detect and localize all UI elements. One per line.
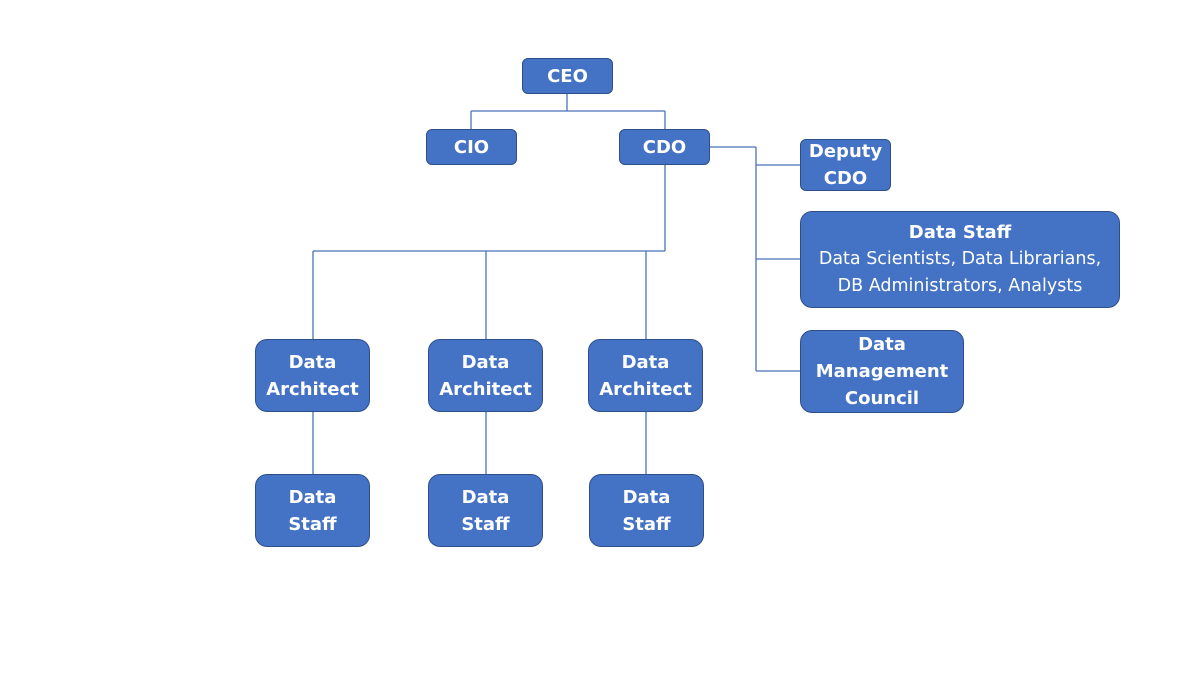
- data-architect-node-2: Data Architect: [428, 339, 543, 412]
- data-staff-group-node: Data Staff Data Scientists, Data Librari…: [800, 211, 1120, 308]
- data-staff-group-line1: Data Scientists, Data Librarians,: [818, 249, 1102, 269]
- deputy-cdo-label-line2: CDO: [823, 168, 868, 189]
- deputy-cdo-node: Deputy CDO: [800, 139, 891, 191]
- data-management-council-node: Data Management Council: [800, 330, 964, 413]
- data-staff-3-line2: Staff: [622, 513, 671, 535]
- data-architect-3-line2: Architect: [599, 378, 692, 400]
- data-staff-group-line2: DB Administrators, Analysts: [837, 276, 1083, 296]
- data-staff-group-title: Data Staff: [908, 222, 1012, 243]
- data-staff-2-line2: Staff: [461, 513, 510, 535]
- data-architect-1-line2: Architect: [266, 378, 359, 400]
- cdo-label: CDO: [642, 136, 687, 158]
- council-label-line2: Management: [815, 361, 949, 382]
- data-staff-1-line1: Data: [288, 486, 337, 508]
- data-staff-node-3: Data Staff: [589, 474, 704, 547]
- data-staff-node-2: Data Staff: [428, 474, 543, 547]
- data-staff-1-line2: Staff: [288, 513, 337, 535]
- data-architect-2-line1: Data: [461, 351, 510, 373]
- data-architect-1-line1: Data: [288, 351, 337, 373]
- data-architect-node-3: Data Architect: [588, 339, 703, 412]
- council-label-line3: Council: [844, 388, 920, 409]
- ceo-node: CEO: [522, 58, 613, 94]
- data-architect-node-1: Data Architect: [255, 339, 370, 412]
- deputy-cdo-label-line1: Deputy: [808, 141, 883, 162]
- cdo-node: CDO: [619, 129, 710, 165]
- council-label-line1: Data: [858, 334, 906, 355]
- data-staff-2-line1: Data: [461, 486, 510, 508]
- data-architect-2-line2: Architect: [439, 378, 532, 400]
- cio-node: CIO: [426, 129, 517, 165]
- data-architect-3-line1: Data: [621, 351, 670, 373]
- data-staff-3-line1: Data: [622, 486, 671, 508]
- ceo-label: CEO: [547, 65, 588, 87]
- data-staff-node-1: Data Staff: [255, 474, 370, 547]
- cio-label: CIO: [453, 136, 490, 158]
